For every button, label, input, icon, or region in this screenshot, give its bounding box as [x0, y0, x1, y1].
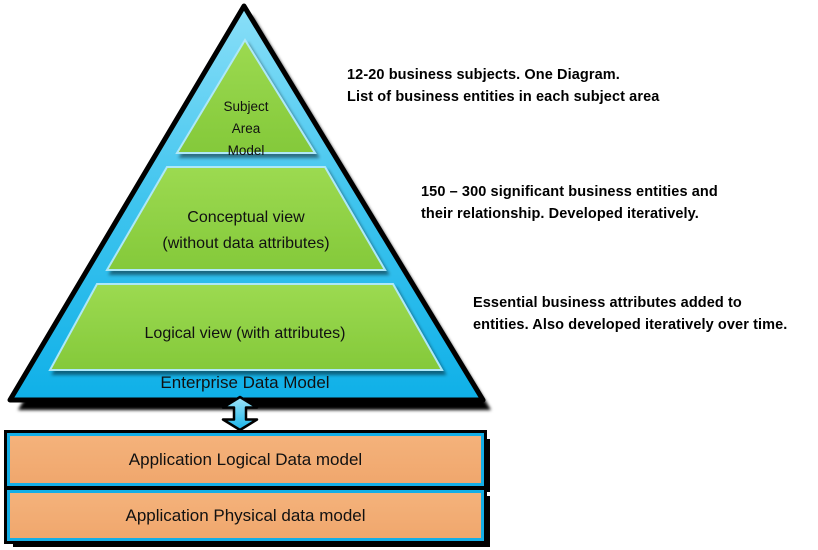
annotation-subject-area: 12-20 business subjects. One Diagram. Li… [347, 67, 660, 105]
pyramid-base-label: Enterprise Data Model [160, 373, 330, 392]
level-logical-shape [48, 283, 444, 371]
application-logical-box: Application Logical Data model [4, 430, 487, 489]
up-down-arrow-icon [221, 395, 259, 432]
application-physical-label: Application Physical data model [125, 505, 366, 525]
level-conceptual-label: Conceptual view (without data attributes… [162, 209, 330, 252]
annotation-conceptual: 150 – 300 significant business entities … [421, 184, 718, 222]
application-logical-label: Application Logical Data model [128, 449, 363, 469]
annotation-logical: Essential business attributes added to e… [473, 295, 788, 333]
level-conceptual-shape [105, 166, 387, 271]
pyramid-graphic [7, 3, 491, 410]
level-logical-label: Logical view (with attributes) [144, 325, 346, 342]
level-subject-area-shape [175, 38, 317, 154]
application-physical-box: Application Physical data model [4, 487, 487, 544]
level-subject-area-label: Subject Area Model [223, 99, 269, 158]
